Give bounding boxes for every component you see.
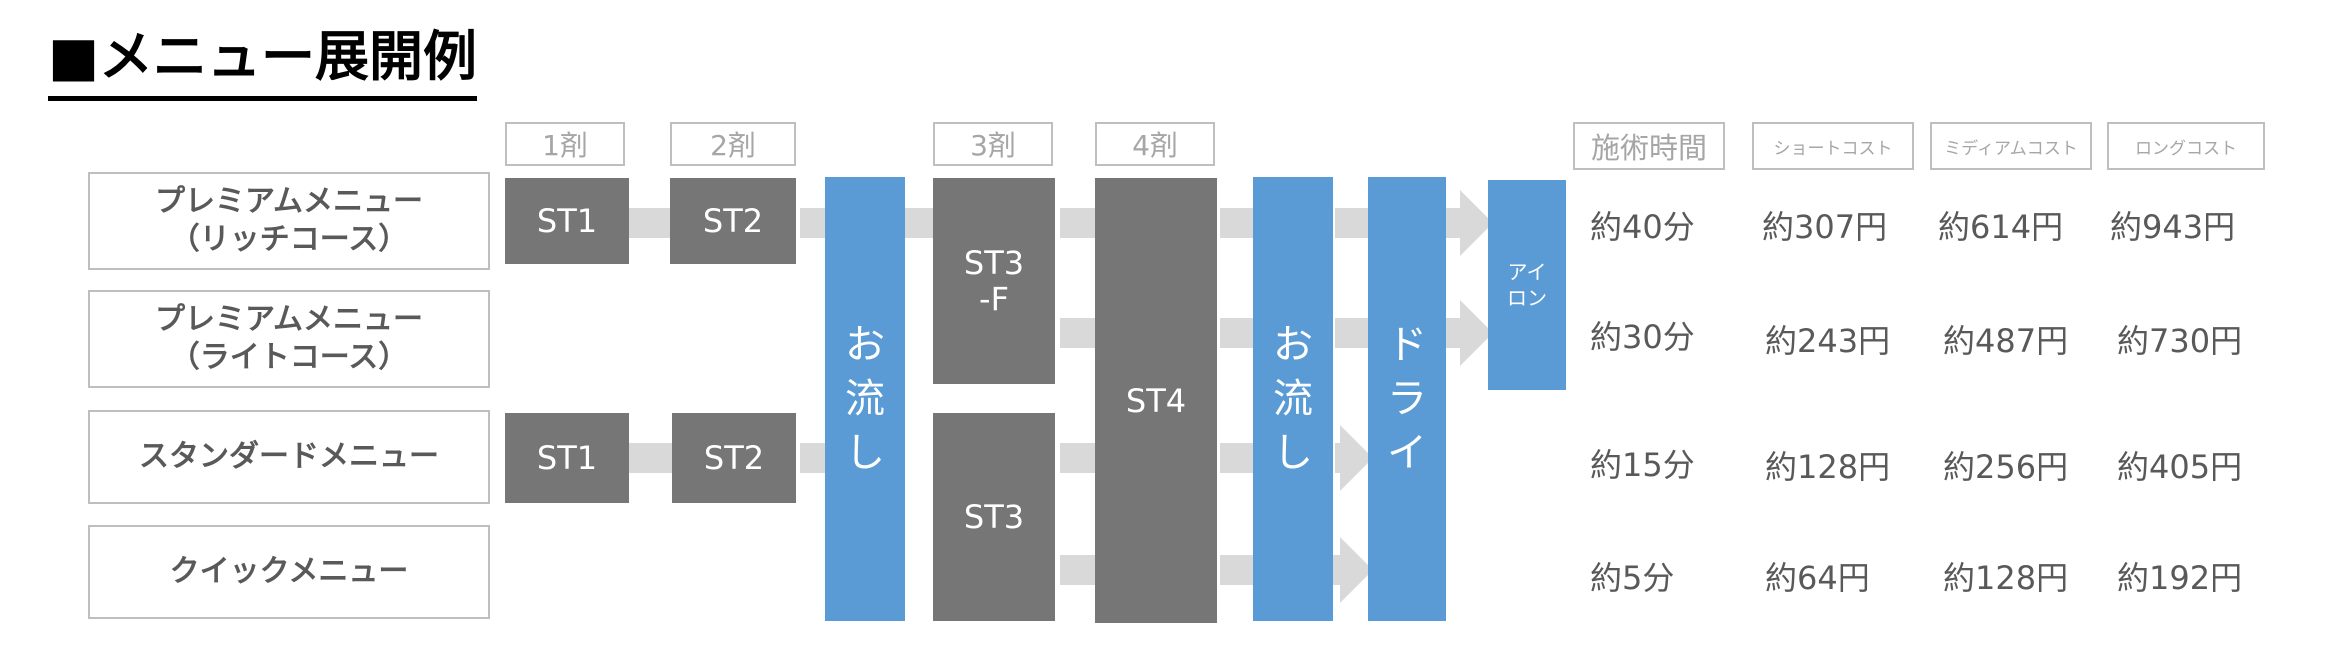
row3-long-cost: 約405円 bbox=[2117, 448, 2243, 486]
header-agent3: 3剤 bbox=[933, 122, 1053, 166]
menu-name: クイックメニュー bbox=[169, 554, 409, 589]
menu-premium-rich: プレミアムメニュー （リッチコース） bbox=[88, 172, 490, 270]
dry-char: イ bbox=[1387, 430, 1427, 476]
step-st2-row1: ST2 bbox=[670, 178, 796, 264]
row2-long-cost: 約730円 bbox=[2117, 322, 2243, 360]
menu-name: プレミアムメニュー bbox=[155, 184, 423, 219]
row4-medium-cost: 約128円 bbox=[1943, 559, 2069, 597]
flow-connector bbox=[1060, 208, 1095, 238]
step-st1-row1: ST1 bbox=[505, 178, 629, 264]
row4-long-cost: 約192円 bbox=[2117, 559, 2243, 597]
step-rinse-2: お 流 し bbox=[1253, 177, 1333, 621]
step-st1-row3: ST1 bbox=[505, 413, 629, 503]
menu-name: スタンダードメニュー bbox=[139, 439, 439, 474]
header-long-cost: ロングコスト bbox=[2107, 122, 2265, 170]
iron-label: ロン bbox=[1507, 286, 1547, 310]
dry-char: ラ bbox=[1387, 376, 1427, 422]
row2-time: 約30分 bbox=[1590, 318, 1695, 356]
step-label: ST3 bbox=[963, 244, 1025, 282]
flow-connector bbox=[1060, 318, 1095, 348]
menu-subtitle: （リッチコース） bbox=[169, 222, 409, 257]
menu-premium-light: プレミアムメニュー （ライトコース） bbox=[88, 290, 490, 388]
dry-char: ド bbox=[1387, 322, 1427, 368]
step-rinse-1: お 流 し bbox=[825, 177, 905, 621]
row2-medium-cost: 約487円 bbox=[1943, 322, 2069, 360]
iron-label: アイ bbox=[1507, 260, 1547, 284]
flow-connector bbox=[1220, 555, 1255, 585]
flow-connector bbox=[1060, 555, 1095, 585]
menu-quick: クイックメニュー bbox=[88, 525, 490, 619]
step-iron: アイ ロン bbox=[1488, 180, 1566, 390]
row1-short-cost: 約307円 bbox=[1762, 208, 1888, 246]
header-agent4: 4剤 bbox=[1095, 122, 1215, 166]
step-st2-row3: ST2 bbox=[672, 413, 796, 503]
step-st4: ST4 bbox=[1095, 178, 1217, 623]
header-short-cost: ショートコスト bbox=[1752, 122, 1914, 170]
flow-connector bbox=[1220, 318, 1255, 348]
flow-arrow bbox=[1335, 425, 1373, 491]
menu-subtitle: （ライトコース） bbox=[169, 340, 409, 375]
row3-short-cost: 約128円 bbox=[1765, 448, 1891, 486]
flow-connector bbox=[1335, 208, 1370, 238]
row4-short-cost: 約64円 bbox=[1765, 559, 1870, 597]
row3-medium-cost: 約256円 bbox=[1943, 448, 2069, 486]
flow-arrow bbox=[1445, 190, 1493, 256]
row1-time: 約40分 bbox=[1590, 208, 1695, 246]
step-st3f: ST3 -F bbox=[933, 178, 1055, 384]
row1-long-cost: 約943円 bbox=[2110, 208, 2236, 246]
flow-connector bbox=[1220, 208, 1255, 238]
flow-connector bbox=[1220, 443, 1255, 473]
rinse-char: し bbox=[1273, 430, 1313, 476]
step-dry: ド ラ イ bbox=[1368, 177, 1446, 621]
step-label-suffix: -F bbox=[979, 280, 1009, 318]
menu-name: プレミアムメニュー bbox=[155, 302, 423, 337]
row3-time: 約15分 bbox=[1590, 446, 1695, 484]
flow-connector bbox=[1335, 318, 1370, 348]
menu-standard: スタンダードメニュー bbox=[88, 410, 490, 504]
rinse-char: お bbox=[1273, 322, 1313, 368]
rinse-char: お bbox=[845, 322, 885, 368]
flow-arrow bbox=[1445, 300, 1493, 366]
rinse-char: 流 bbox=[845, 376, 885, 422]
row1-medium-cost: 約614円 bbox=[1938, 208, 2064, 246]
rinse-char: 流 bbox=[1273, 376, 1313, 422]
header-medium-cost: ミディアムコスト bbox=[1930, 122, 2092, 170]
step-st3: ST3 bbox=[933, 413, 1055, 621]
header-agent2: 2剤 bbox=[670, 122, 796, 166]
row4-time: 約5分 bbox=[1590, 559, 1675, 597]
rinse-char: し bbox=[845, 430, 885, 476]
row2-short-cost: 約243円 bbox=[1765, 322, 1891, 360]
flow-connector bbox=[1060, 443, 1095, 473]
header-agent1: 1剤 bbox=[505, 122, 625, 166]
header-treatment-time: 施術時間 bbox=[1573, 122, 1725, 170]
flow-connector bbox=[905, 208, 935, 238]
page-title: ■メニュー展開例 bbox=[48, 22, 478, 101]
